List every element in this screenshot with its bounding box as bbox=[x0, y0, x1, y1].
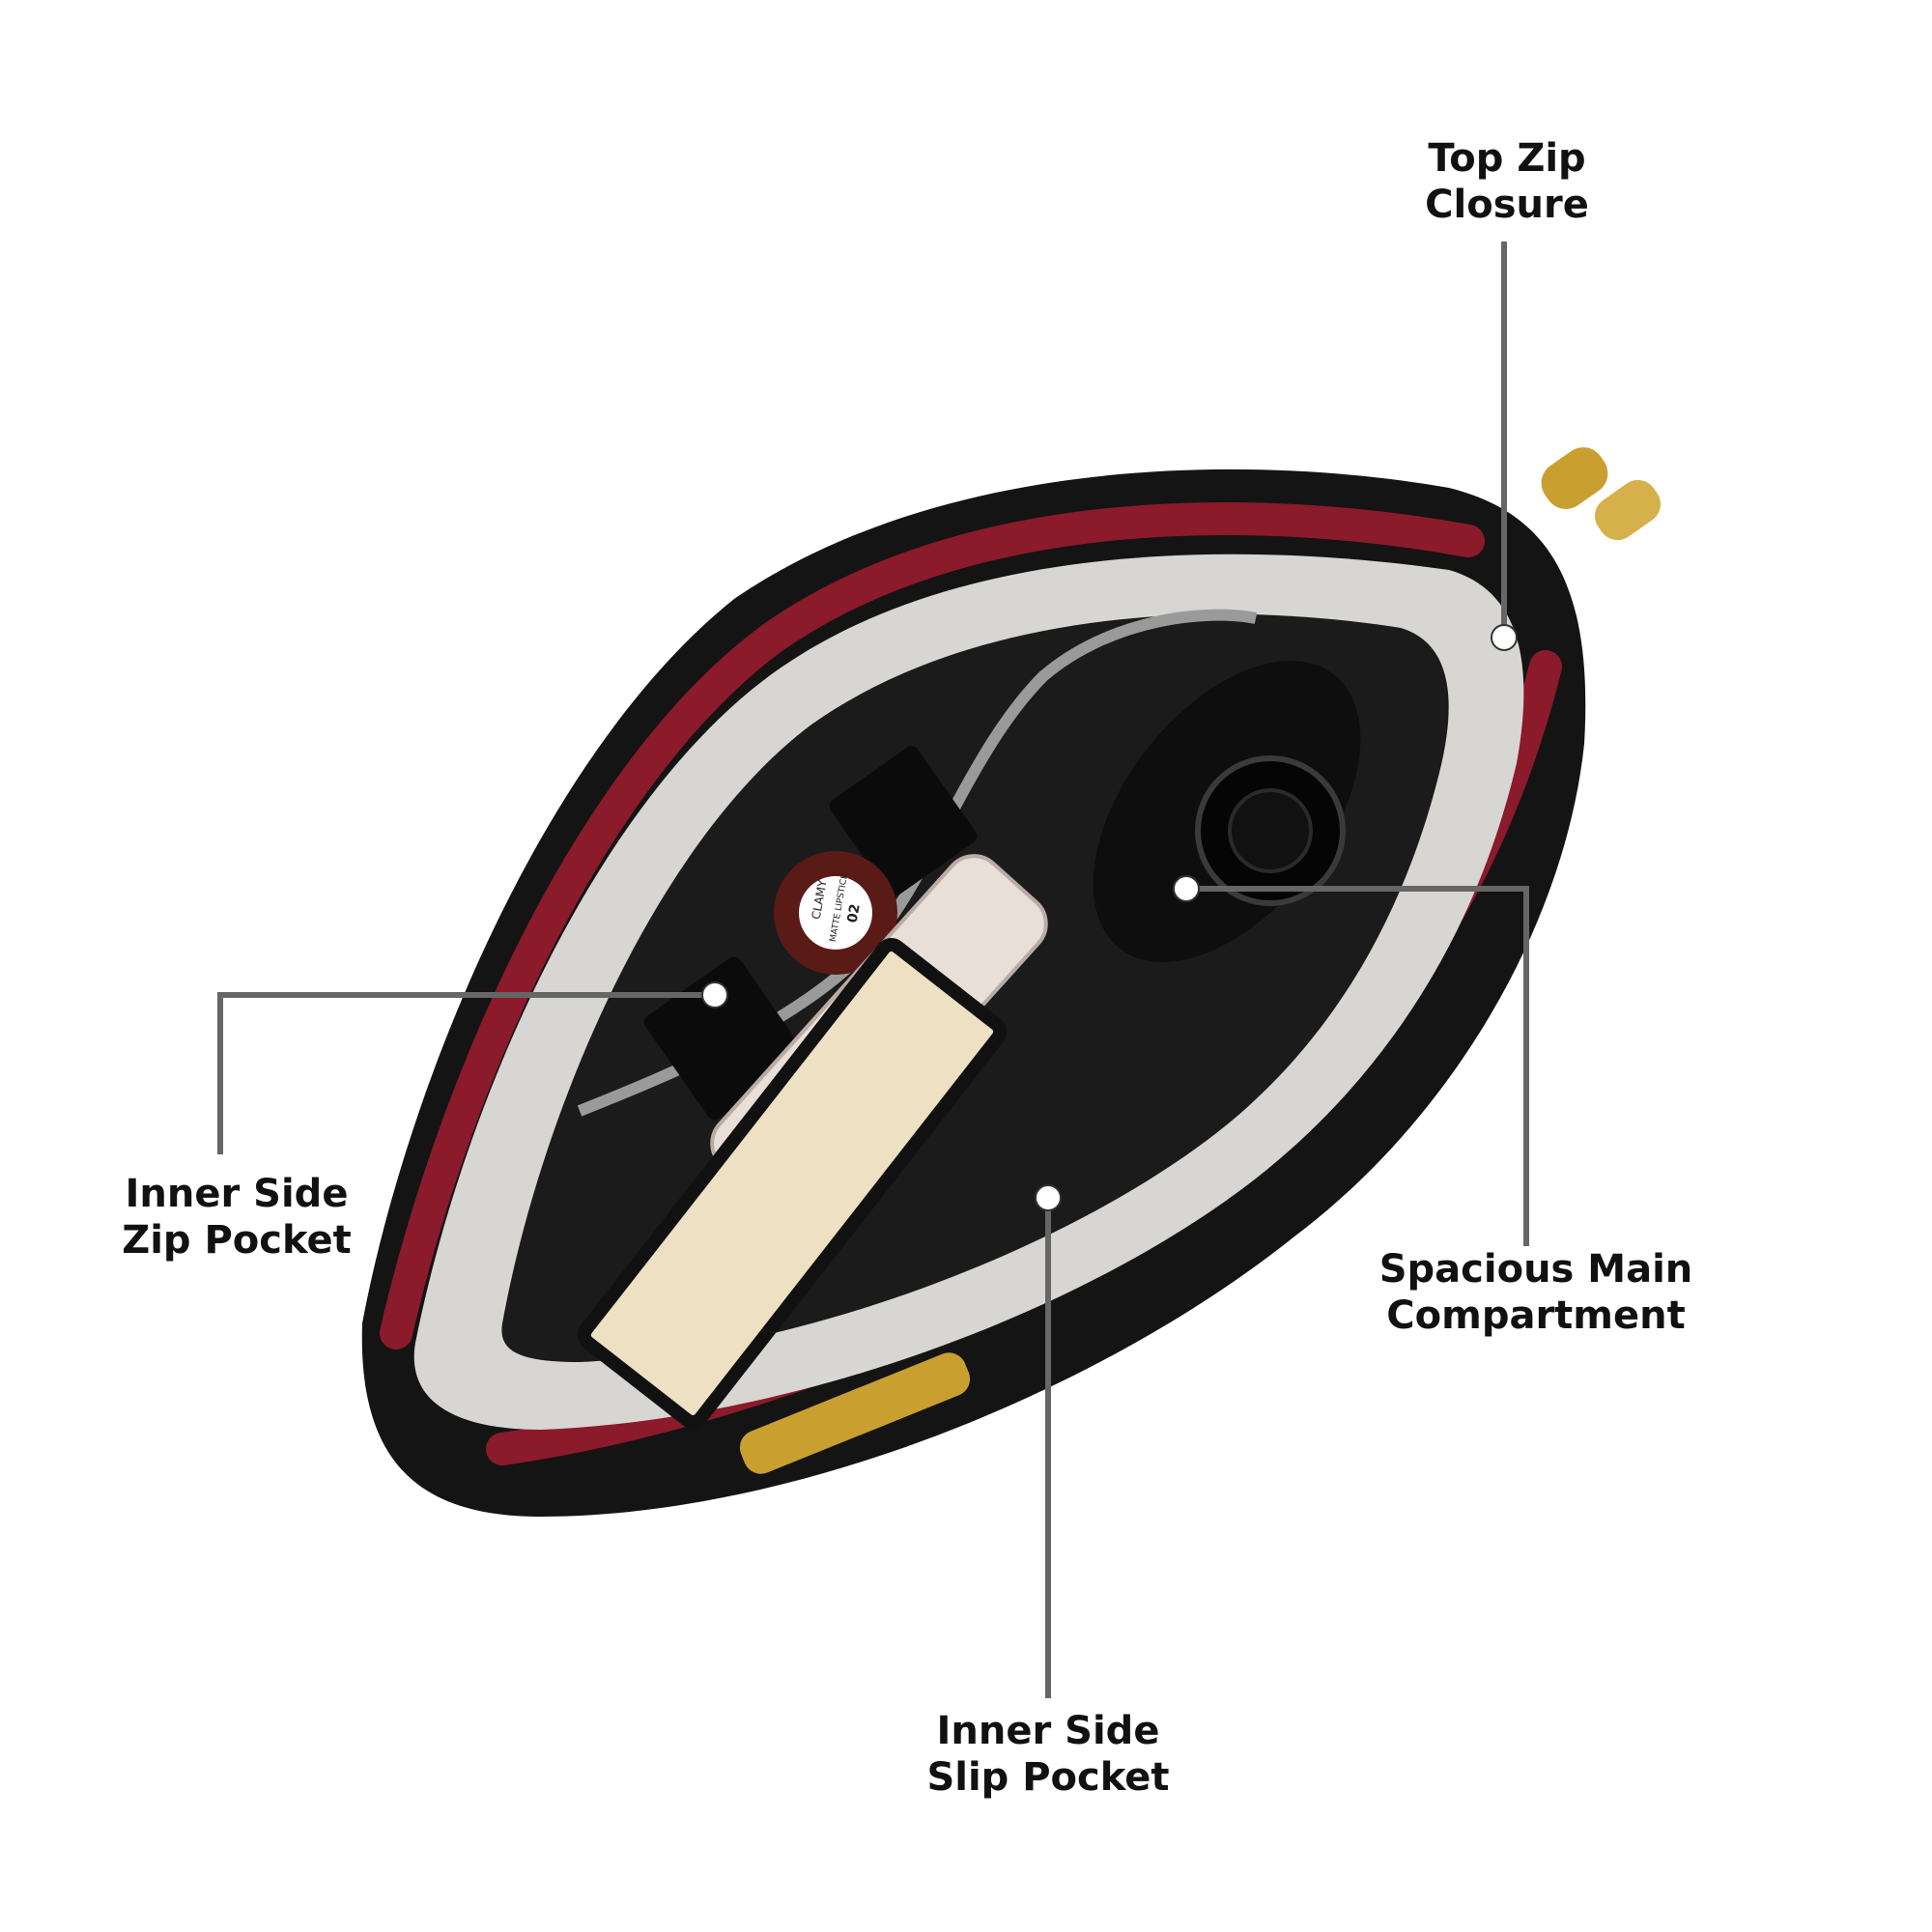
leader-zip-pocket-line bbox=[217, 992, 715, 1154]
leader-top-zip-dot bbox=[1491, 624, 1518, 651]
leader-main-compartment-line bbox=[1186, 886, 1529, 1246]
callout-top-zip-closure: Top Zip Closure bbox=[1391, 135, 1623, 228]
callout-zip-pocket-line1: Inner Side bbox=[125, 1172, 349, 1216]
zip-pull-top bbox=[1541, 447, 1608, 509]
lipstick-shade-text: 02 bbox=[845, 903, 864, 924]
lipstick-cap bbox=[829, 746, 978, 896]
callout-spacious-main-compartment: Spacious Main Compartment bbox=[1372, 1246, 1700, 1339]
callout-inner-side-slip-pocket: Inner Side Slip Pocket bbox=[923, 1708, 1174, 1801]
notebook bbox=[577, 937, 1008, 1430]
zip-pull-bottom bbox=[739, 1352, 971, 1474]
perfume-bottle-cap-top bbox=[1228, 788, 1313, 873]
zip-track-upper bbox=[380, 502, 1485, 1350]
callout-leader-lines bbox=[217, 242, 1529, 1698]
callout-slip-pocket-line1: Inner Side bbox=[936, 1709, 1160, 1753]
lipstick-label bbox=[799, 876, 872, 950]
callout-main-line2: Compartment bbox=[1386, 1293, 1686, 1338]
callout-inner-side-zip-pocket: Inner Side Zip Pocket bbox=[106, 1171, 367, 1264]
leader-zip-pocket-dot bbox=[701, 981, 728, 1009]
leader-main-compartment-dot bbox=[1173, 875, 1200, 902]
leader-slip-pocket-dot bbox=[1035, 1184, 1062, 1211]
zip-pull-top-2 bbox=[1594, 479, 1662, 541]
callout-slip-pocket-line2: Slip Pocket bbox=[926, 1755, 1170, 1800]
callout-main-line1: Spacious Main bbox=[1378, 1247, 1693, 1292]
callout-top-zip-line1: Top Zip bbox=[1428, 136, 1586, 181]
callout-top-zip-line2: Closure bbox=[1425, 183, 1589, 227]
callout-zip-pocket-line2: Zip Pocket bbox=[122, 1218, 352, 1263]
